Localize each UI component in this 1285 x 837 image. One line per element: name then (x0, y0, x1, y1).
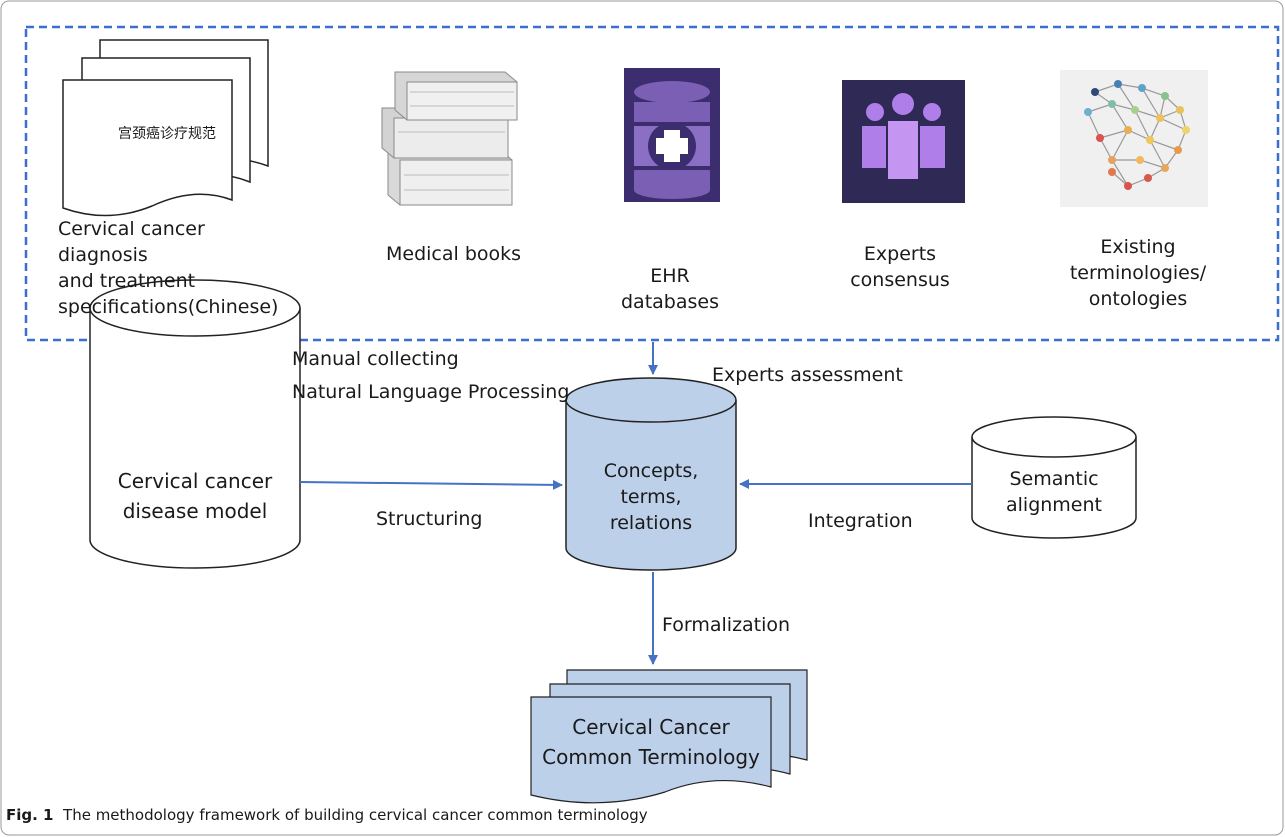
guidelines-line-4: specifications(Chinese) (58, 296, 279, 318)
semantic-line-2: alignment (1006, 494, 1102, 516)
doc-title-cn: 宫颈癌诊疗规范 (118, 126, 216, 142)
disease-model-cylinder (89, 279, 301, 569)
core-line-1: Concepts, (603, 460, 699, 482)
terminologies-line-2: terminologies/ (1069, 262, 1207, 284)
experts-group-icon (842, 80, 965, 203)
ehr-database-icon (624, 68, 720, 202)
structuring-label: Structuring (376, 508, 483, 530)
experts-line-2: consensus (850, 269, 950, 291)
output-line-1: Cervical Cancer (572, 715, 730, 739)
ehr-label: EHR databases (600, 263, 740, 315)
assessment-label: Experts assessment (712, 364, 903, 386)
disease-model-label: Cervical cancer disease model (95, 466, 295, 526)
formalization-label: Formalization (662, 614, 791, 636)
guideline-document-icon (62, 39, 269, 217)
core-line-2: terms, (620, 486, 682, 508)
experts-line-1: Experts (863, 243, 937, 265)
terminologies-label: Existing terminologies/ ontologies (1058, 234, 1218, 312)
caption-label: Fig. 1 (6, 806, 54, 824)
structuring-arrow (299, 479, 563, 490)
output-document-stack (530, 669, 808, 804)
ehr-line-1: EHR (650, 265, 690, 287)
core-label: Concepts, terms, relations (571, 458, 731, 536)
guidelines-line-3: and treatment (58, 270, 196, 292)
ontology-network-icon (1060, 70, 1208, 207)
caption-text: The methodology framework of building ce… (63, 806, 648, 824)
integration-label: Integration (808, 510, 913, 532)
output-line-2: Common Terminology (542, 745, 760, 769)
semantic-cylinder (971, 416, 1137, 539)
output-label: Cervical Cancer Common Terminology (531, 712, 771, 772)
guidelines-label: Cervical cancer diagnosis and treatment … (58, 216, 278, 320)
experts-label: Experts consensus (830, 241, 970, 293)
disease-model-line-2: disease model (122, 499, 268, 523)
terminologies-line-1: Existing (1100, 236, 1176, 258)
sources-box (24, 25, 1280, 342)
semantic-line-1: Semantic (1009, 468, 1099, 490)
figure-caption: Fig. 1 The methodology framework of buil… (6, 806, 648, 824)
books-icon (381, 71, 518, 206)
guidelines-line-1: Cervical cancer (58, 218, 205, 240)
collect-label-1: Manual collecting (292, 348, 459, 370)
terminologies-line-3: ontologies (1088, 288, 1188, 310)
semantic-label: Semantic alignment (974, 466, 1134, 518)
disease-model-line-1: Cervical cancer (117, 469, 273, 493)
concepts-cylinder (565, 377, 737, 571)
guidelines-line-2: diagnosis (58, 244, 148, 266)
core-line-3: relations (609, 512, 693, 534)
collect-label-2: Natural Language Processing (292, 381, 570, 403)
books-label: Medical books (386, 243, 522, 265)
ehr-line-2: databases (621, 291, 719, 313)
